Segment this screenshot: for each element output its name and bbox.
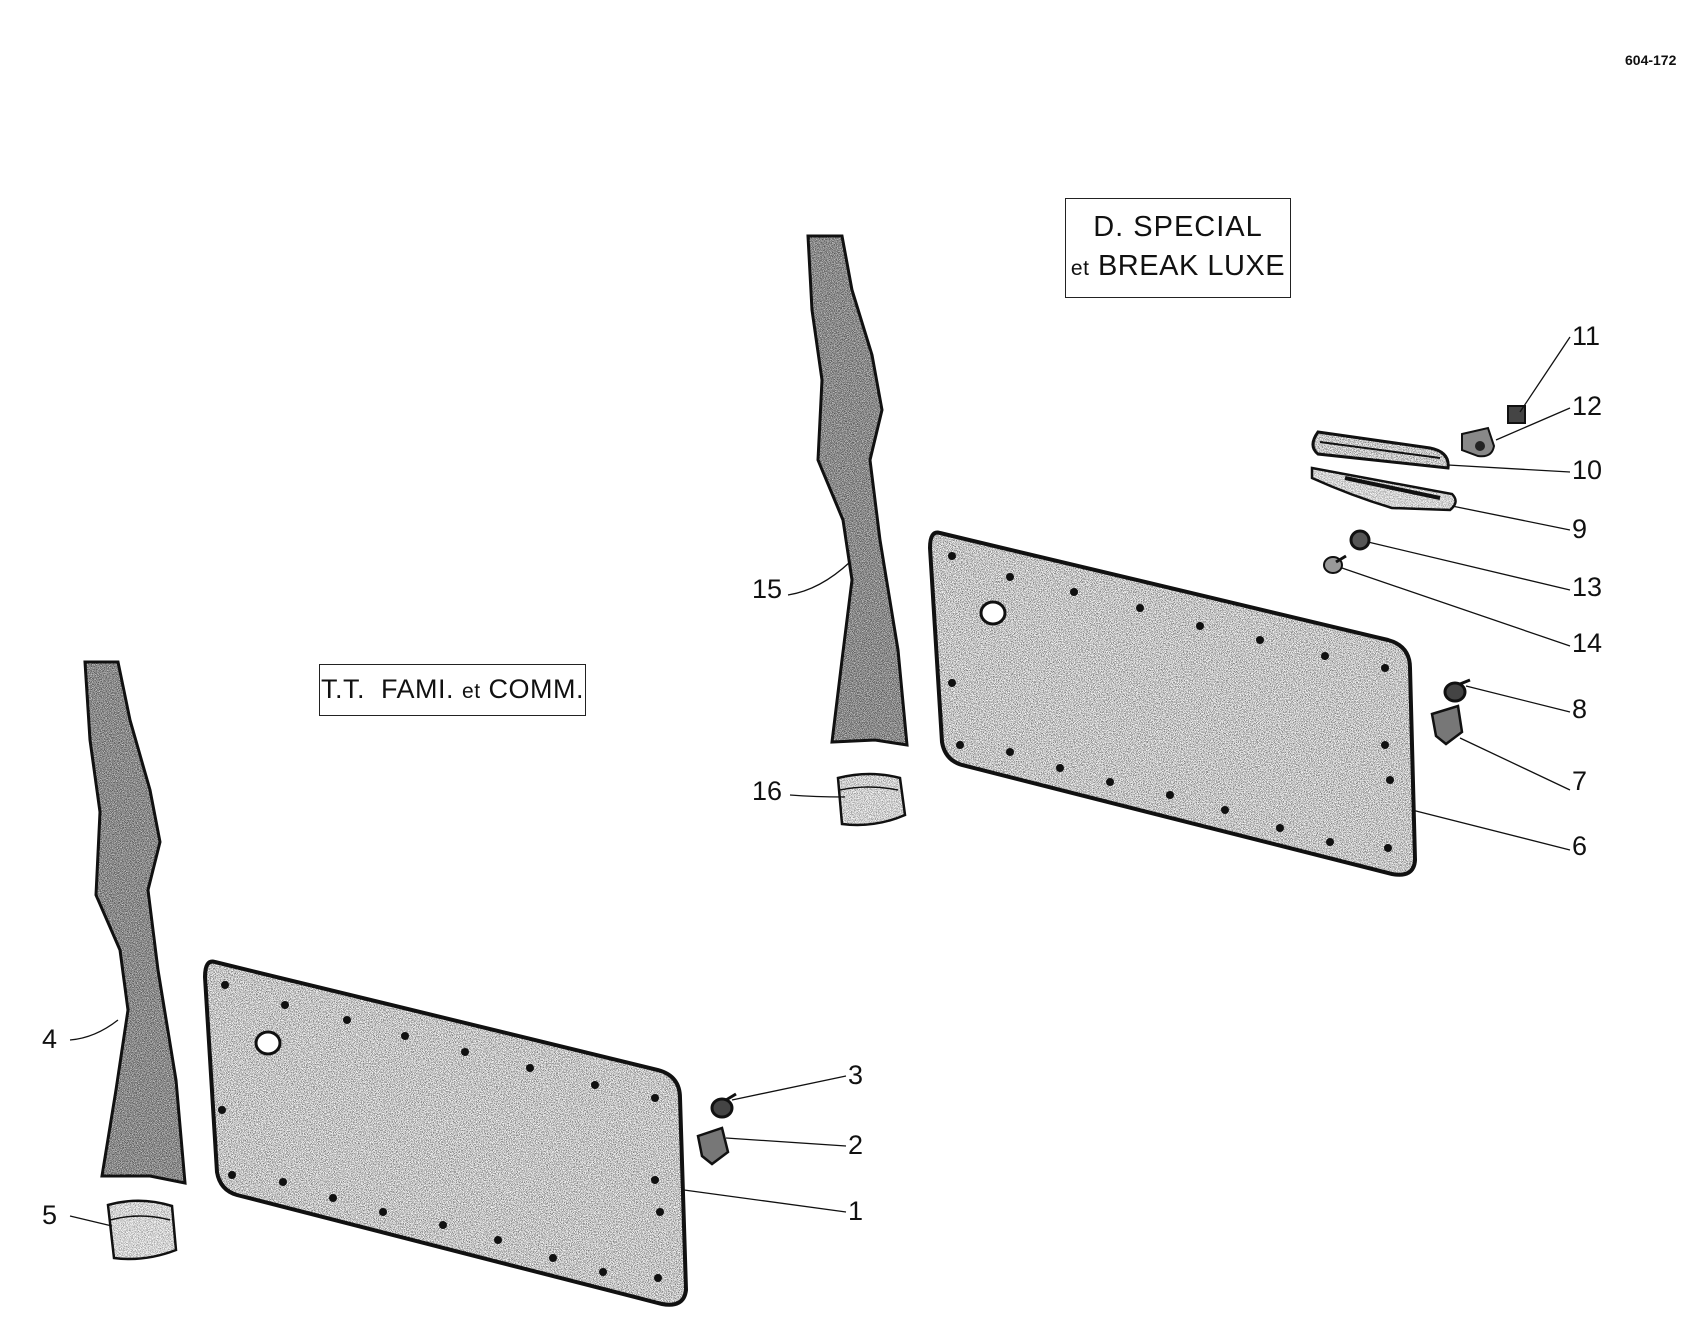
part-2-handle	[696, 1126, 730, 1166]
part-1-door-panel	[202, 959, 689, 1307]
variant-d-special-line2: et BREAK LUXE	[1066, 250, 1290, 283]
part-10-armrest-top	[1311, 430, 1450, 470]
callout-1: 1	[848, 1196, 864, 1226]
callout-12: 12	[1572, 391, 1603, 421]
part-6-door-panel	[927, 530, 1418, 877]
part-9-armrest-base	[1310, 466, 1457, 512]
variant-label-tt-fami: T.T. FAMI. et COMM.	[319, 664, 586, 716]
variant-d-special-break-luxe: BREAK LUXE	[1097, 250, 1286, 282]
part-5-clip	[106, 1199, 178, 1261]
part-15-pillar-trim	[806, 234, 909, 747]
callout-7: 7	[1572, 766, 1588, 796]
variant-tt: T.T.	[320, 674, 365, 704]
part-16-clip	[836, 772, 907, 827]
part-4-pillar-trim	[83, 660, 187, 1185]
callout-3: 3	[848, 1060, 864, 1090]
callout-14: 14	[1572, 628, 1603, 658]
variant-d-special-line1: D. SPECIAL	[1093, 211, 1263, 243]
callout-13: 13	[1572, 572, 1603, 602]
figure-reference: 604-172	[1625, 52, 1677, 68]
part-3-bushing	[710, 1092, 737, 1119]
variant-comm: COMM.	[488, 674, 585, 704]
part-13-washer	[1349, 529, 1371, 551]
variant-et: et	[462, 680, 481, 703]
callout-6: 6	[1572, 831, 1588, 861]
callout-9: 9	[1572, 514, 1588, 544]
part-7-handle	[1430, 704, 1464, 746]
callout-2: 2	[848, 1130, 864, 1160]
variant-d-special-et: et	[1070, 257, 1090, 280]
variant-fami: FAMI.	[380, 674, 454, 704]
callout-5: 5	[42, 1200, 58, 1230]
callout-10: 10	[1572, 455, 1603, 485]
callout-11: 11	[1572, 321, 1601, 351]
leader-lines-lower	[69, 1019, 847, 1227]
variant-label-d-special: D. SPECIAL et BREAK LUXE	[1065, 198, 1291, 298]
callout-8: 8	[1572, 694, 1588, 724]
part-12-bracket	[1461, 426, 1496, 458]
leader-lines-upper	[787, 336, 1571, 851]
callout-4: 4	[42, 1024, 58, 1054]
callout-15: 15	[752, 574, 783, 604]
part-14-screw	[1323, 554, 1347, 574]
part-8-bushing	[1443, 678, 1471, 703]
callout-16: 16	[752, 776, 783, 806]
variant-tt-fami-line: T.T. FAMI. et COMM.	[320, 674, 585, 705]
